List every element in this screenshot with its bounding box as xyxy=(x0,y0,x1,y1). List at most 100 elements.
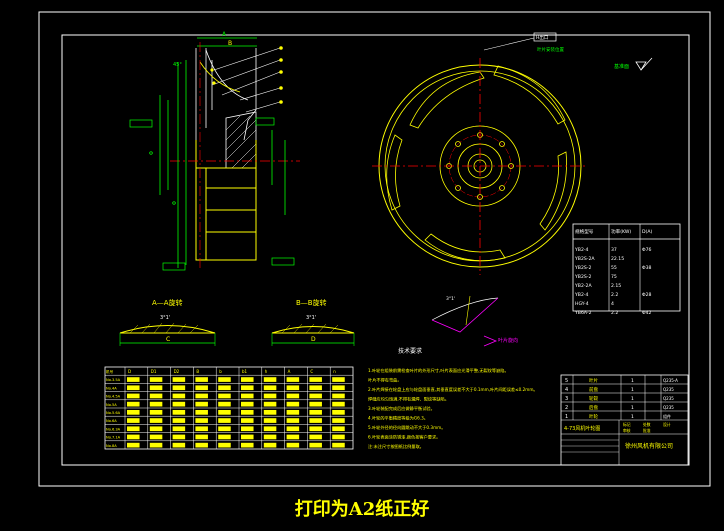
dim-table-cell xyxy=(195,442,208,448)
spec-cell: 2.15 xyxy=(611,283,621,289)
dim-table-header: b1 xyxy=(242,369,248,374)
dim-table-cell xyxy=(149,385,163,391)
dim-table-cell xyxy=(309,385,322,391)
dim-table-cell xyxy=(195,385,208,391)
dim-table-cell xyxy=(286,393,300,399)
title-block-row-number: 4 xyxy=(565,387,568,393)
dim-table-cell xyxy=(218,385,231,391)
dim-table-cell xyxy=(149,393,163,399)
dim-table-row-label: No.3.5A xyxy=(106,378,121,382)
dim-table-cell xyxy=(149,442,163,448)
dim-table-cell xyxy=(149,410,163,415)
dim-table-cell xyxy=(241,434,254,440)
dim-table-cell xyxy=(263,426,277,432)
title-block-material: Q235 xyxy=(663,387,674,392)
tech-note-line: 1.叶轮在组装前需检查叶片的外形尺寸,叶片表面应光滑平整,无裂纹等缺陷。 xyxy=(368,367,509,374)
dim-b-label: B xyxy=(228,40,232,47)
dim-table-cell xyxy=(309,418,322,423)
dim-table-cell xyxy=(241,401,254,407)
dim-table-row-label: No.4A xyxy=(106,386,117,390)
dim-table-cell xyxy=(149,401,163,407)
dim-table-header: C xyxy=(310,369,313,374)
title-block-row-number: 1 xyxy=(565,414,568,420)
dim-table-cell xyxy=(309,393,322,399)
dim-table-cell xyxy=(241,442,254,448)
title-block-part: 后盘 xyxy=(589,404,598,411)
title-block-material: Q235-A xyxy=(663,378,678,383)
dim-table-cell xyxy=(127,418,140,423)
spec-cell: 2.2 xyxy=(611,310,618,316)
wheel-note: 叶片安装位置 xyxy=(537,46,564,53)
spec-cell: 2.2 xyxy=(611,292,618,298)
spec-cell: YB6A-2 xyxy=(574,310,592,316)
print-caption: 打印为A2纸正好 xyxy=(294,499,430,520)
dim-table-cell xyxy=(332,426,345,432)
dim-table-cell xyxy=(241,410,254,415)
spec-table-border xyxy=(572,223,681,312)
svg-text:45°: 45° xyxy=(173,62,182,68)
dim-table-cell xyxy=(172,401,186,407)
dim-table-cell xyxy=(195,377,208,382)
dim-table-cell xyxy=(263,410,277,415)
spec-cell: HGY-4 xyxy=(575,301,589,307)
dim-table-cell xyxy=(127,426,140,432)
dim-table-cell xyxy=(172,377,186,382)
dim-table-cell xyxy=(218,410,231,415)
dim-table-row-label: No.5A xyxy=(106,403,117,407)
dim-table-cell xyxy=(127,410,140,415)
dim-table-cell xyxy=(332,418,345,423)
dim-table-cell xyxy=(286,442,300,448)
spec-cell: YB2-2A xyxy=(574,283,592,289)
title-block-drawing-name: 4-73风机叶轮图 xyxy=(564,425,600,432)
dim-table-row-label: No.6.3A xyxy=(106,427,121,431)
section-aa-angle: 3°1' xyxy=(160,315,170,321)
dim-table-cell xyxy=(218,434,231,440)
dim-table-cell xyxy=(172,434,186,440)
dim-d-label: D xyxy=(311,336,316,343)
dim-table-cell xyxy=(172,393,186,399)
title-block-label: 设计 xyxy=(663,422,671,427)
dim-table-cell xyxy=(127,434,140,440)
dim-table-row-label: No.5.6A xyxy=(106,411,121,415)
spec-cell: YB2S-2 xyxy=(574,265,591,271)
tech-notes-title: 技术要求 xyxy=(398,347,422,355)
dim-table-header: B xyxy=(196,369,199,374)
title-block-qty: 1 xyxy=(631,378,634,384)
spec-cell: 22.15 xyxy=(611,256,624,262)
tech-note-line: 5.叶轮外径的径向圆跳动不大于0.3mm。 xyxy=(368,424,445,431)
dim-table-cell xyxy=(309,434,322,440)
title-block-row-number: 3 xyxy=(565,396,568,402)
dim-table-header: A xyxy=(288,369,291,374)
dim-table-row-label: No.8A xyxy=(106,444,117,448)
title-block-material: Q235 xyxy=(663,396,674,401)
dim-table-cell xyxy=(286,418,300,423)
title-block-part: 叶轮 xyxy=(589,413,598,420)
dim-table-header: b xyxy=(219,369,222,374)
section-bb-view: B—B旋转 3°1' D xyxy=(271,298,355,346)
title-block-label: 处数 xyxy=(643,422,651,427)
dim-table-header: D1 xyxy=(151,369,157,374)
dim-table-cell xyxy=(286,410,300,415)
dim-table-cell xyxy=(149,377,163,382)
tech-note-line: 焊缝应均匀饱满,不得有漏焊、裂纹等缺陷。 xyxy=(368,396,449,403)
dim-table-cell xyxy=(309,401,322,407)
dim-table-cell xyxy=(195,401,208,407)
tech-note-line: 6.叶轮表面涂防锈漆,颜色按客户要求。 xyxy=(368,434,440,441)
spec-cell: 75 xyxy=(611,274,617,280)
dim-table-cell xyxy=(172,410,186,415)
dim-table-cell xyxy=(309,442,322,448)
wheel-tag: H出口 xyxy=(536,34,548,41)
datum-label: 基准面 xyxy=(614,63,629,70)
dim-table-cell xyxy=(309,426,322,432)
dim-table-row-label: No.7.1A xyxy=(106,436,121,440)
title-block-part: 轮毂 xyxy=(589,395,598,402)
dim-table-cell xyxy=(332,393,345,399)
dim-table-cell xyxy=(309,410,322,415)
dim-table-cell xyxy=(286,426,300,432)
dim-table-header: h xyxy=(265,369,268,374)
inner-border xyxy=(61,34,690,466)
spec-cell: YB2-4 xyxy=(574,247,589,253)
dim-table-header: D2 xyxy=(174,369,180,374)
dim-table-cell xyxy=(263,393,277,399)
